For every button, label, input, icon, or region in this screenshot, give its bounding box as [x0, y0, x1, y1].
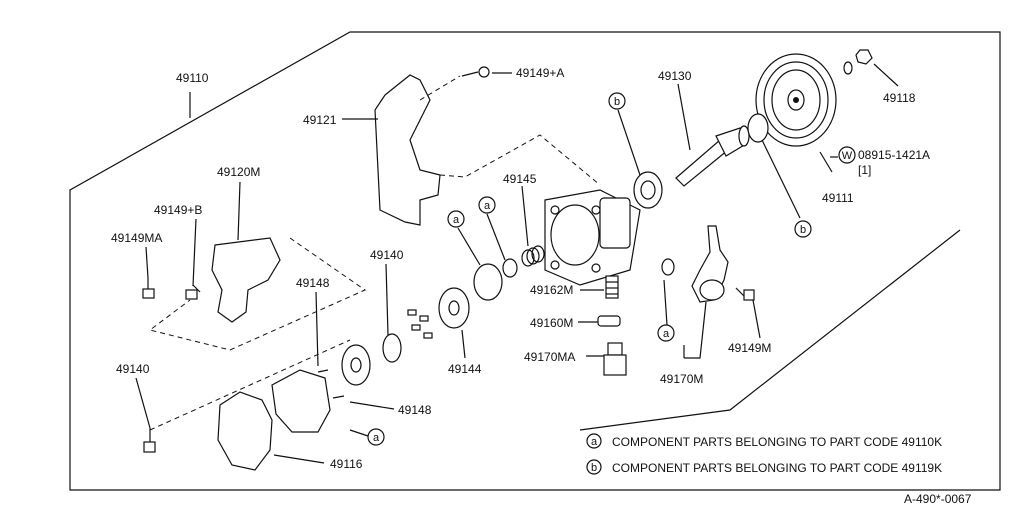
spring-49145	[521, 245, 545, 267]
connector-49170ma	[603, 342, 627, 376]
rear-cover	[217, 391, 273, 471]
bolt-49140-left	[143, 428, 156, 453]
svg-text:a: a	[373, 432, 380, 444]
legend-notch	[579, 229, 961, 431]
svg-text:b: b	[591, 462, 597, 474]
bolt-49149a	[461, 66, 490, 78]
marker-b-seal: b	[608, 92, 626, 110]
rotor	[382, 333, 402, 363]
side-plate	[438, 287, 470, 329]
dashed-guide-2	[149, 339, 351, 431]
label-08915: 08915-1421A	[858, 148, 930, 162]
diagram-code: A-490*-0067	[904, 492, 972, 506]
pin-lower	[332, 395, 345, 399]
valve-49160m	[597, 315, 621, 327]
label-49144: 49144	[448, 362, 482, 376]
marker-w: W	[838, 146, 856, 164]
vanes	[407, 309, 433, 339]
svg-text:b: b	[800, 224, 806, 236]
label-49111: 49111	[822, 191, 854, 205]
dashed-guide-4	[419, 75, 461, 101]
marker-a-outlet: a	[657, 324, 675, 342]
legend-row-b: b COMPONENT PARTS BELONGING TO PART CODE…	[586, 459, 942, 475]
label-49160m: 49160M	[530, 316, 573, 330]
label-49140-top: 49140	[370, 248, 404, 262]
legend-text-b: COMPONENT PARTS BELONGING TO PART CODE 4…	[612, 461, 942, 475]
cam-ring	[341, 344, 371, 386]
outlet-fitting	[661, 225, 729, 303]
bolt-49149m	[735, 287, 755, 301]
label-49149b: 49149+B	[154, 203, 202, 217]
label-49145: 49145	[503, 172, 537, 186]
svg-text:a: a	[453, 214, 460, 226]
bolt-49149ma	[142, 278, 155, 299]
label-49140-left: 49140	[116, 362, 150, 376]
label-08915-qty: [1]	[858, 163, 871, 177]
legend-row-a: a COMPONENT PARTS BELONGING TO PART CODE…	[586, 433, 942, 449]
label-49149a: 49149+A	[516, 66, 564, 80]
bracket-49120m	[211, 237, 281, 323]
shaft	[675, 125, 750, 187]
o-ring-small	[502, 258, 518, 278]
spring-49162m	[605, 275, 619, 299]
svg-text:b: b	[614, 96, 620, 108]
leader-lines	[135, 63, 899, 464]
pump-body	[544, 189, 641, 286]
bolt-49149b	[185, 284, 201, 300]
marker-b-pulley: b	[794, 220, 812, 238]
oil-seal	[633, 171, 663, 209]
svg-text:a: a	[663, 328, 670, 340]
label-49116: 49116	[330, 457, 363, 471]
dashed-guide-1	[148, 237, 367, 351]
o-ring-large	[473, 263, 503, 301]
ring-b	[747, 113, 769, 143]
label-49118: 49118	[883, 91, 916, 105]
label-49148-bottom: 49148	[398, 403, 432, 417]
label-49149m: 49149M	[728, 341, 771, 355]
label-49170m: 49170M	[660, 372, 703, 386]
label-49130: 49130	[658, 69, 692, 83]
marker-a-gasket: a	[367, 428, 385, 446]
dashed-guide-3	[439, 134, 601, 186]
label-49170ma: 49170MA	[524, 350, 575, 364]
label-49121: 49121	[303, 113, 337, 127]
svg-text:a: a	[591, 436, 598, 448]
marker-a-oring: a	[447, 210, 465, 228]
label-49148-top: 49148	[296, 276, 330, 290]
legend-text-a: COMPONENT PARTS BELONGING TO PART CODE 4…	[612, 435, 942, 449]
pulley	[755, 53, 837, 147]
label-49162m: 49162M	[530, 283, 573, 297]
gasket	[271, 369, 331, 433]
pin-upper	[317, 369, 329, 373]
label-49120m: 49120M	[217, 165, 260, 179]
svg-text:a: a	[484, 200, 491, 212]
label-49149ma: 49149MA	[111, 231, 162, 245]
nut	[843, 49, 873, 75]
assembly-outline	[69, 31, 1001, 491]
svg-text:W: W	[842, 150, 853, 162]
bracket-49121	[374, 74, 441, 226]
label-49110: 49110	[176, 71, 209, 85]
marker-a-oring-small: a	[478, 196, 496, 214]
